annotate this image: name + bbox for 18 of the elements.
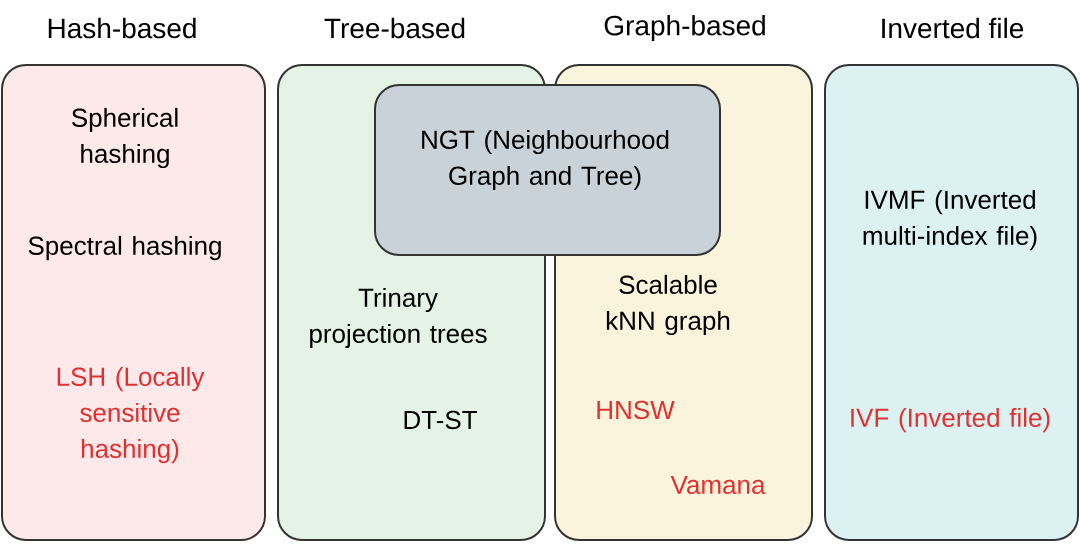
method-name: IVF (Inverted file)	[851, 407, 1050, 433]
method-name: Trinary projection trees	[310, 287, 487, 349]
category-heading: Hash-based	[48, 17, 196, 39]
category-box	[824, 17, 1079, 541]
method-name: IVMF (Inverted multi-index file)	[863, 189, 1037, 251]
method-name: NGT (Neighbourhood Graph and Tree)	[422, 129, 669, 191]
category-box	[1, 17, 266, 541]
category-heading: Inverted file	[882, 17, 1024, 39]
category-heading: Graph-based	[604, 14, 765, 42]
method-name: DT-ST	[404, 410, 477, 430]
method-name: Vamana	[670, 475, 766, 495]
method-name: HNSW	[597, 400, 675, 420]
method-name: Spherical hashing	[72, 107, 178, 169]
category-heading: Tree-based	[324, 17, 465, 39]
method-name: Scalable kNN graph	[606, 274, 730, 336]
category-box	[374, 84, 721, 256]
method-name: Spectral hashing	[28, 235, 221, 261]
method-name: LSH (Locally sensitive hashing)	[57, 366, 205, 464]
